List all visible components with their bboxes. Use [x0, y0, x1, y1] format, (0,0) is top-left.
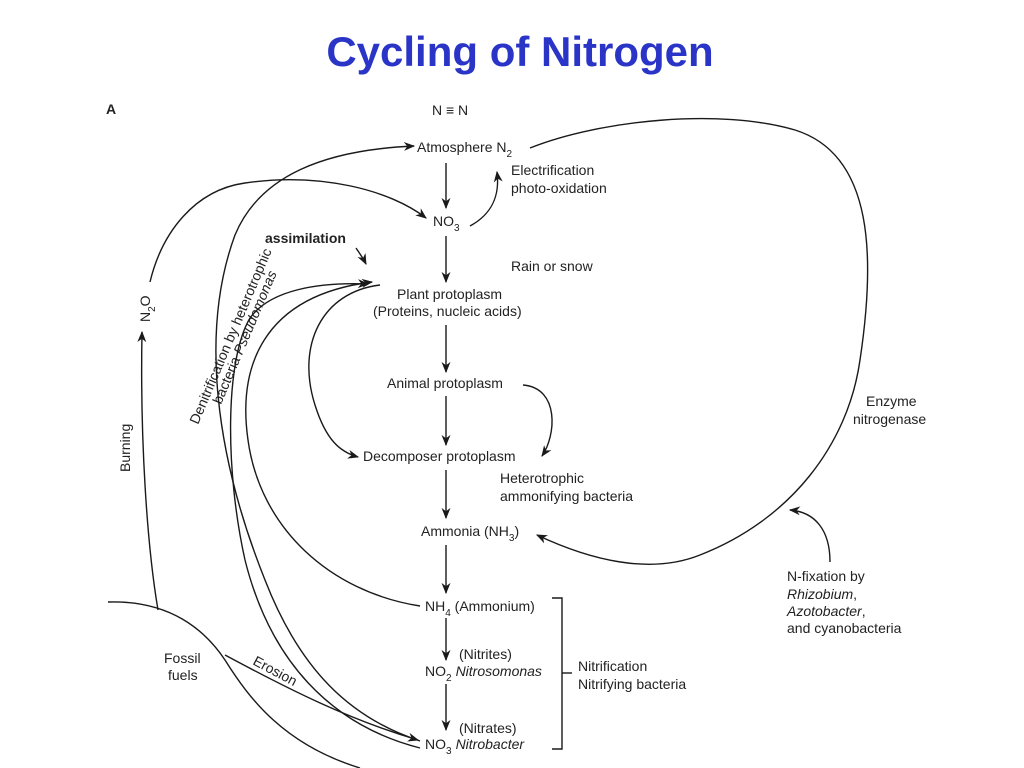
node-ammonia: Ammonia (NH3)	[421, 523, 519, 544]
arrow-electrification	[469, 170, 503, 227]
arrow-ammonium-to-plant	[245, 278, 421, 607]
nitrification-bracket	[552, 597, 563, 750]
label-erosion: Erosion	[251, 653, 300, 689]
arrow-assimilation-pointer	[355, 247, 367, 266]
node-nitrate-top: NO3	[433, 213, 460, 234]
fossil-fuels-boundary	[107, 601, 361, 768]
arrow-erosion	[224, 654, 420, 742]
label-nitrification: Nitrification	[578, 658, 647, 674]
label-azotobacter: Azotobacter,	[786, 603, 866, 619]
label-nitrogenase: nitrogenase	[853, 411, 926, 427]
label-n-fixation: N-fixation by	[787, 568, 865, 584]
node-atmosphere: Atmosphere N2	[417, 139, 512, 160]
node-animal-protoplasm: Animal protoplasm	[387, 375, 503, 391]
label-n2o: N2O	[137, 295, 158, 322]
node-plant-protoplasm: Plant protoplasm	[397, 286, 502, 302]
label-ammonifying-bacteria: ammonifying bacteria	[500, 488, 633, 504]
dinitrogen-formula: N ≡ N	[432, 102, 468, 118]
arrow-n-fixation	[788, 506, 831, 563]
panel-label: A	[106, 101, 116, 117]
label-rain-or-snow: Rain or snow	[511, 258, 594, 274]
label-rhizobium: Rhizobium,	[787, 586, 857, 602]
label-assimilation: assimilation	[265, 230, 346, 246]
label-enzyme: Enzyme	[866, 393, 917, 409]
node-fossil-fuels-line2: fuels	[168, 667, 198, 683]
node-decomposer-protoplasm: Decomposer protoplasm	[363, 448, 516, 464]
arrow-plant-to-decomposer-loop	[308, 284, 381, 459]
node-fossil-fuels: Fossil	[164, 650, 201, 666]
label-photo-oxidation: photo-oxidation	[511, 180, 607, 196]
arrow-burning-to-n2o	[137, 330, 159, 611]
node-nitrates-label: (Nitrates)	[459, 720, 517, 736]
label-heterotrophic: Heterotrophic	[500, 470, 584, 486]
label-nitrifying-bacteria: Nitrifying bacteria	[578, 676, 686, 692]
node-plant-protoplasm-detail: (Proteins, nucleic acids)	[373, 303, 522, 319]
arrow-nitrogen-fixation-loop	[529, 117, 869, 565]
node-nitrites-label: (Nitrites)	[459, 646, 512, 662]
node-ammonium: NH4 (Ammonium)	[425, 598, 535, 619]
label-electrification: Electrification	[511, 162, 594, 178]
label-burning: Burning	[117, 424, 133, 472]
label-denitrification: Denitrification by heterotrophic	[186, 246, 275, 426]
arrow-denitrification	[215, 141, 421, 742]
arrow-n2o-to-nitrate	[149, 179, 427, 283]
label-cyanobacteria: and cyanobacteria	[787, 620, 902, 636]
arrow-animal-to-decomposer-loop	[522, 384, 553, 457]
arrow-nitrate-to-plant-return	[229, 279, 421, 749]
page-title: Cycling of Nitrogen	[326, 28, 714, 75]
